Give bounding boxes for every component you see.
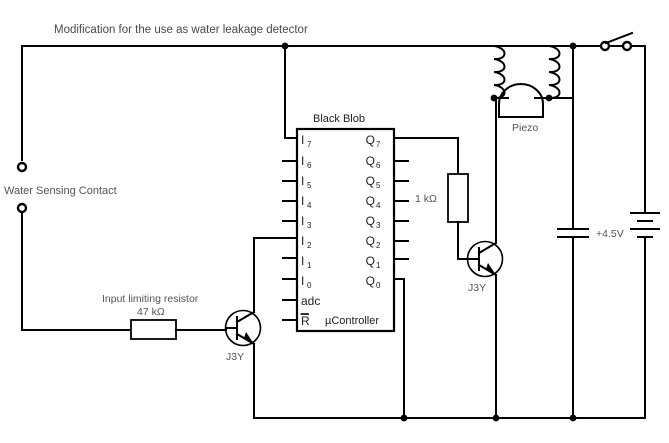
junction-ground-q0 bbox=[400, 414, 408, 422]
junction-ground-transistor-right bbox=[492, 414, 500, 422]
input-resistor-name-label: Input limiting resistor bbox=[102, 293, 199, 305]
pin-label-q4: Q bbox=[366, 194, 375, 208]
transistor-left-emitter-arrow bbox=[244, 332, 254, 344]
water-contact-terminal-bottom[interactable] bbox=[16, 202, 28, 214]
transistor-left-collector-lead bbox=[235, 310, 256, 324]
microcontroller-body[interactable] bbox=[295, 127, 396, 333]
water-contact-terminal-top[interactable] bbox=[16, 161, 28, 173]
transistor-left-label: J3Y bbox=[226, 351, 244, 363]
pin-sub-q6: 6 bbox=[376, 161, 381, 170]
transistor-right-label: J3Y bbox=[468, 282, 486, 294]
wire-transistor-left-to-i2 bbox=[253, 237, 298, 313]
wire-base-resistor-to-transistor bbox=[457, 221, 480, 260]
base-resistor-body bbox=[447, 173, 469, 223]
pin-label-i2: I bbox=[301, 234, 304, 248]
diagram-title: Modification for the use as water leakag… bbox=[54, 24, 308, 36]
input-limiting-resistor-body bbox=[130, 319, 177, 340]
pin-label-q0: Q bbox=[366, 274, 375, 288]
input-resistor-value-label: 47 kΩ bbox=[137, 306, 165, 318]
transistor-left-emitter-lead bbox=[235, 332, 256, 346]
switch-terminal-right[interactable] bbox=[621, 40, 633, 52]
pin-sub-q0: 0 bbox=[376, 281, 381, 290]
pin-sub-i5: 5 bbox=[307, 181, 312, 190]
wire-i7-from-rail bbox=[284, 45, 298, 139]
pin-label-q5: Q bbox=[366, 174, 375, 188]
transistor-right-collector-lead bbox=[477, 241, 498, 255]
pin-label-q7: Q bbox=[366, 133, 375, 147]
pin-sub-i0: 0 bbox=[307, 281, 312, 290]
pin-label-i3: I bbox=[301, 214, 304, 228]
coil-secondary bbox=[548, 45, 561, 100]
pin-sub-i7: 7 bbox=[307, 140, 312, 149]
pin-label-i4: I bbox=[301, 194, 304, 208]
wire-q7-to-base-resistor bbox=[393, 137, 459, 175]
coil-primary bbox=[493, 45, 506, 100]
pin-sub-i2: 2 bbox=[307, 241, 312, 250]
switch-terminal-left[interactable] bbox=[599, 40, 611, 52]
transistor-right-emitter-arrow bbox=[486, 263, 496, 275]
piezo-label: Piezo bbox=[512, 122, 538, 134]
pin-label-i5: I bbox=[301, 174, 304, 188]
pin-label-reset: R bbox=[301, 314, 310, 328]
pin-sub-i3: 3 bbox=[307, 221, 312, 230]
pin-sub-q7: 7 bbox=[376, 140, 381, 149]
pin-sub-q2: 2 bbox=[376, 241, 381, 250]
junction-ground-capacitor bbox=[569, 414, 577, 422]
pin-label-i0: I bbox=[301, 274, 304, 288]
pin-sub-i4: 4 bbox=[307, 201, 312, 210]
pin-sub-q5: 5 bbox=[376, 181, 381, 190]
ic-part-label: Black Blob bbox=[313, 113, 365, 125]
battery-voltage-label: +4.5V bbox=[596, 228, 624, 240]
pin-sub-i6: 6 bbox=[307, 161, 312, 170]
pin-label-adc: adc bbox=[301, 294, 320, 308]
pin-sub-q1: 1 bbox=[376, 261, 381, 270]
water-contact-label: Water Sensing Contact bbox=[4, 185, 117, 197]
pin-sub-q3: 3 bbox=[376, 221, 381, 230]
base-resistor-value-label: 1 kΩ bbox=[415, 193, 437, 205]
pin-sub-i1: 1 bbox=[307, 261, 312, 270]
transistor-right-emitter-lead bbox=[477, 263, 498, 277]
pin-label-i1: I bbox=[301, 254, 304, 268]
pin-label-i6: I bbox=[301, 154, 304, 168]
pin-label-q3: Q bbox=[366, 214, 375, 228]
wire-q0-to-ground bbox=[393, 278, 405, 419]
pin-label-q1: Q bbox=[366, 254, 375, 268]
ic-footer-label: µController bbox=[325, 315, 379, 327]
pin-label-q2: Q bbox=[366, 234, 375, 248]
wire-contact-to-input-resistor bbox=[21, 211, 132, 331]
pin-sub-q4: 4 bbox=[376, 201, 381, 210]
piezo-element-body bbox=[498, 83, 544, 118]
switch-lever[interactable] bbox=[604, 31, 634, 45]
pin-label-i7: I bbox=[301, 133, 304, 147]
pin-label-q6: Q bbox=[366, 154, 375, 168]
transistor-right-envelope bbox=[466, 240, 504, 278]
